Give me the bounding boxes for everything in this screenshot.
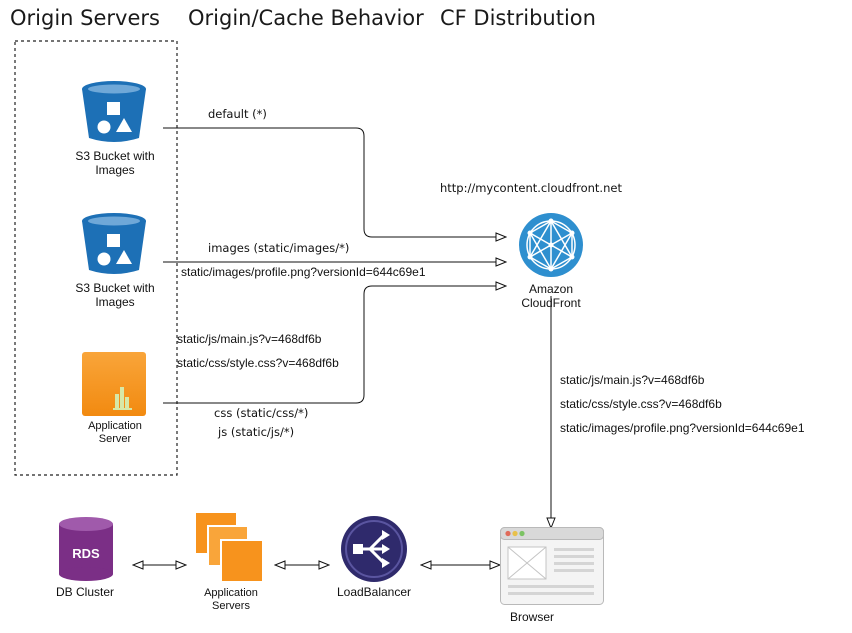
s3-bucket-icon xyxy=(82,81,146,142)
application-server-icon xyxy=(82,352,146,416)
images-request-label: static/images/profile.png?versionId=644c… xyxy=(181,265,426,279)
s3-bucket-1-label-line1: S3 Bucket with xyxy=(75,149,155,163)
browser-request-image: static/images/profile.png?versionId=644c… xyxy=(560,421,805,435)
s3-bucket-2-label-line2: Images xyxy=(95,295,135,309)
default-route-arrow xyxy=(163,127,506,237)
header-origin-cache-behavior: Origin/Cache Behavior xyxy=(188,6,424,30)
load-balancer-icon xyxy=(341,516,407,582)
app-server-label-line2: Server xyxy=(98,433,132,445)
behavior-default-label: default (*) xyxy=(208,107,267,121)
behavior-images-label: images (static/images/*) xyxy=(208,241,350,255)
load-balancer-label: LoadBalancer xyxy=(336,585,412,599)
rds-database-icon: RDS xyxy=(59,517,113,581)
app-servers-label-line2: Servers xyxy=(212,600,250,612)
cloudfront-label-line1: Amazon xyxy=(528,282,574,296)
behavior-js-label: js (static/js/*) xyxy=(218,425,295,439)
browser-label: Browser xyxy=(509,610,554,624)
cloudfront-icon xyxy=(519,213,583,277)
db-cluster-label: DB Cluster xyxy=(55,585,114,599)
app-server-label-line1: Application xyxy=(88,420,142,432)
app-servers-label-line1: Application xyxy=(204,587,258,599)
js-request-label: static/js/main.js?v=468df6b xyxy=(177,332,322,346)
s3-bucket-icon xyxy=(82,213,146,274)
browser-request-css: static/css/style.css?v=468df6b xyxy=(560,397,722,411)
cloudfront-label-line2: CloudFront xyxy=(521,296,581,310)
behavior-css-label: css (static/css/*) xyxy=(214,406,309,420)
s3-bucket-1-label-line2: Images xyxy=(95,163,135,177)
origin-servers-box xyxy=(14,40,178,476)
rds-icon-text: RDS xyxy=(72,546,100,561)
browser-window-icon xyxy=(500,527,604,605)
header-origin-servers: Origin Servers xyxy=(10,6,160,30)
header-cf-distribution: CF Distribution xyxy=(440,6,596,30)
application-servers-icon xyxy=(196,513,264,583)
cloudfront-url[interactable]: http://mycontent.cloudfront.net xyxy=(440,181,622,195)
app-route-arrow xyxy=(163,286,506,404)
css-request-label: static/css/style.css?v=468df6b xyxy=(177,356,339,370)
browser-request-js: static/js/main.js?v=468df6b xyxy=(560,373,705,387)
s3-bucket-2-label-line1: S3 Bucket with xyxy=(75,281,155,295)
